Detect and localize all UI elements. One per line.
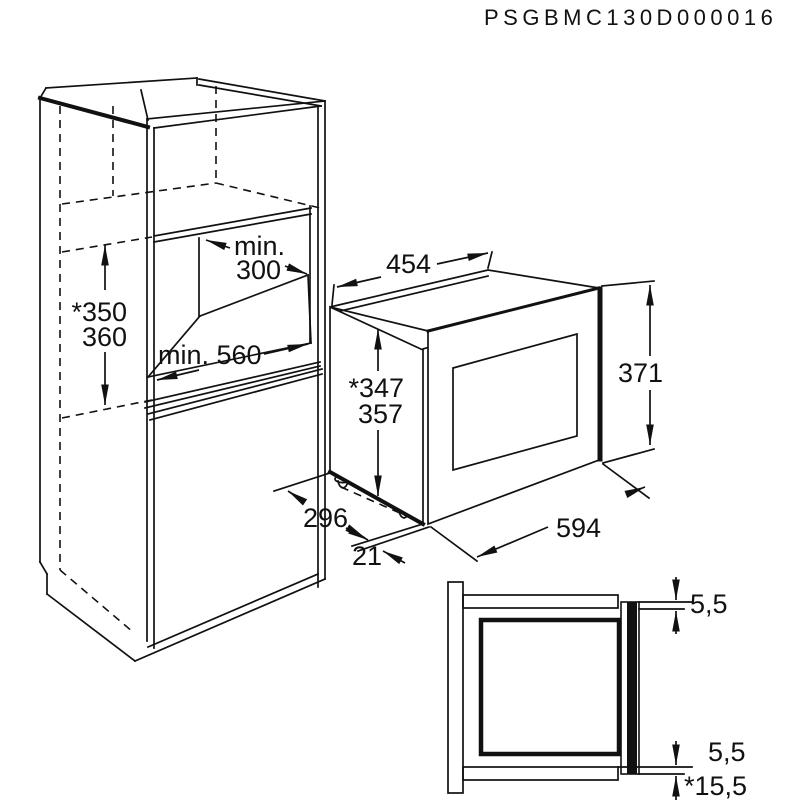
door-window	[452, 332, 578, 472]
front-height-ext-top	[601, 280, 655, 287]
front-width-arrow-right	[624, 486, 646, 498]
plinth-notch-1	[38, 560, 49, 576]
door-bottom-edge	[146, 572, 320, 649]
door-top-edge	[148, 372, 324, 422]
niche-floor-back-edge	[198, 273, 310, 318]
front-width-ext-left	[429, 525, 479, 563]
cabinet-dimensions: min. 300 *350 360 min. 560	[71, 231, 309, 405]
shelf-edge-2	[143, 364, 322, 410]
niche-height-label-line1: *350	[71, 297, 127, 327]
section-top-shelf	[462, 594, 619, 609]
section-bottom-shelf	[462, 766, 619, 781]
width-arrow-right	[436, 252, 489, 265]
microwave-bottom-edge	[327, 469, 426, 527]
shelf-edge-3	[146, 367, 324, 416]
section-detail: 5,5 5,5 *15,5	[447, 577, 747, 800]
niche-ceiling-inner	[153, 213, 312, 243]
microwave-dimensions: 454 *347 357 371 594 296 21	[272, 249, 663, 571]
niche-depth-label-line2: 300	[236, 255, 281, 285]
depth-arrow-left	[287, 490, 308, 506]
width-ext-left	[331, 284, 335, 306]
niche-depth-arrow-left	[205, 239, 231, 251]
section-frame-fill	[627, 602, 637, 774]
front-rail-outer	[146, 100, 326, 120]
base-bottom-edge	[133, 577, 327, 663]
overhang-arrow-2	[382, 550, 406, 565]
niche-width-arrow-left	[156, 369, 200, 381]
niche-depth-label-line1: min.	[234, 231, 285, 261]
cabinet-drawing	[37, 77, 327, 663]
niche-top-extension	[61, 236, 153, 253]
niche-bottom-extension	[61, 399, 153, 419]
overhang-label: 21	[352, 541, 382, 571]
plinth-hidden-edge	[59, 569, 134, 633]
niche-floor-left-edge	[146, 314, 202, 379]
back-rail-inner	[198, 84, 322, 107]
top-gap-label: 5,5	[690, 589, 728, 619]
front-width-arrow-left	[476, 526, 549, 558]
bottom-gap-label: 5,5	[708, 737, 746, 767]
height-label-line2: 357	[358, 399, 403, 429]
depth-label: 296	[303, 503, 348, 533]
door-panel-top-edge	[426, 286, 601, 333]
front-rail-inner	[153, 105, 322, 129]
front-width-label: 594	[556, 513, 601, 543]
width-arrow-left	[336, 276, 382, 288]
topbox-hidden-bottom-right	[215, 182, 321, 209]
niche-width-arrow-right	[263, 343, 309, 355]
front-rail-left-post	[139, 88, 150, 122]
section-cabinet-side	[447, 581, 464, 794]
overhang-ext	[356, 525, 431, 553]
height-label-line1: *347	[348, 373, 404, 403]
niche-width-label: min. 560	[158, 340, 262, 370]
topbox-hidden-bottom-left	[61, 182, 217, 205]
width-ext-right	[486, 250, 494, 270]
microwave-drawing	[327, 269, 603, 527]
left-panel-top-edge	[37, 95, 151, 130]
overhang-arrow-1	[345, 526, 369, 541]
shelf-edge-1	[143, 360, 322, 404]
niche-depth-arrow-right	[284, 263, 308, 275]
depth-ext-front	[350, 522, 425, 548]
front-height-label: 371	[618, 358, 663, 388]
left-panel-top-corner	[38, 86, 48, 100]
product-code: PSGBMC130D000016	[484, 5, 777, 30]
microwave-top-edge-inner	[330, 274, 490, 315]
front-height-ext-bottom	[601, 447, 656, 465]
niche-height-label-line2: 360	[82, 322, 127, 352]
plinth-front-edge	[45, 592, 137, 663]
section-microwave-body	[478, 617, 622, 757]
bottom-clearance-label: *15,5	[684, 771, 747, 800]
back-rail-outer	[198, 78, 326, 102]
cabinet-back-top-edge	[45, 77, 198, 89]
front-width-ext-right	[601, 462, 651, 500]
depth-ext-back	[272, 471, 332, 493]
width-label: 454	[386, 249, 431, 279]
niche-ceiling-outer	[153, 207, 312, 237]
